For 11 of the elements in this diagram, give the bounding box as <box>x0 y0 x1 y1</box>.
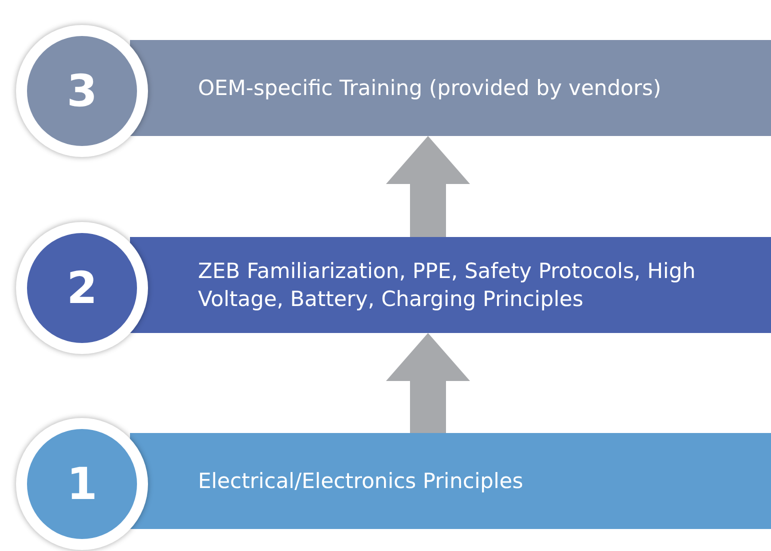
step-bar <box>130 433 771 529</box>
step-number: 3 <box>66 66 98 116</box>
step-number: 1 <box>66 458 98 510</box>
step-label: Electrical/Electronics Principles <box>198 468 524 495</box>
step-bar <box>130 40 771 136</box>
step-bar <box>130 237 771 333</box>
step-label: OEM-specific Training (provided by vendors) <box>198 74 662 102</box>
block-arrow <box>386 333 470 433</box>
step-number: 2 <box>66 262 98 314</box>
step-label: ZEB Familiarization, PPE, Safety Protocols, High Voltage, Battery, Charging Principles <box>198 258 696 313</box>
block-arrow <box>386 136 470 237</box>
